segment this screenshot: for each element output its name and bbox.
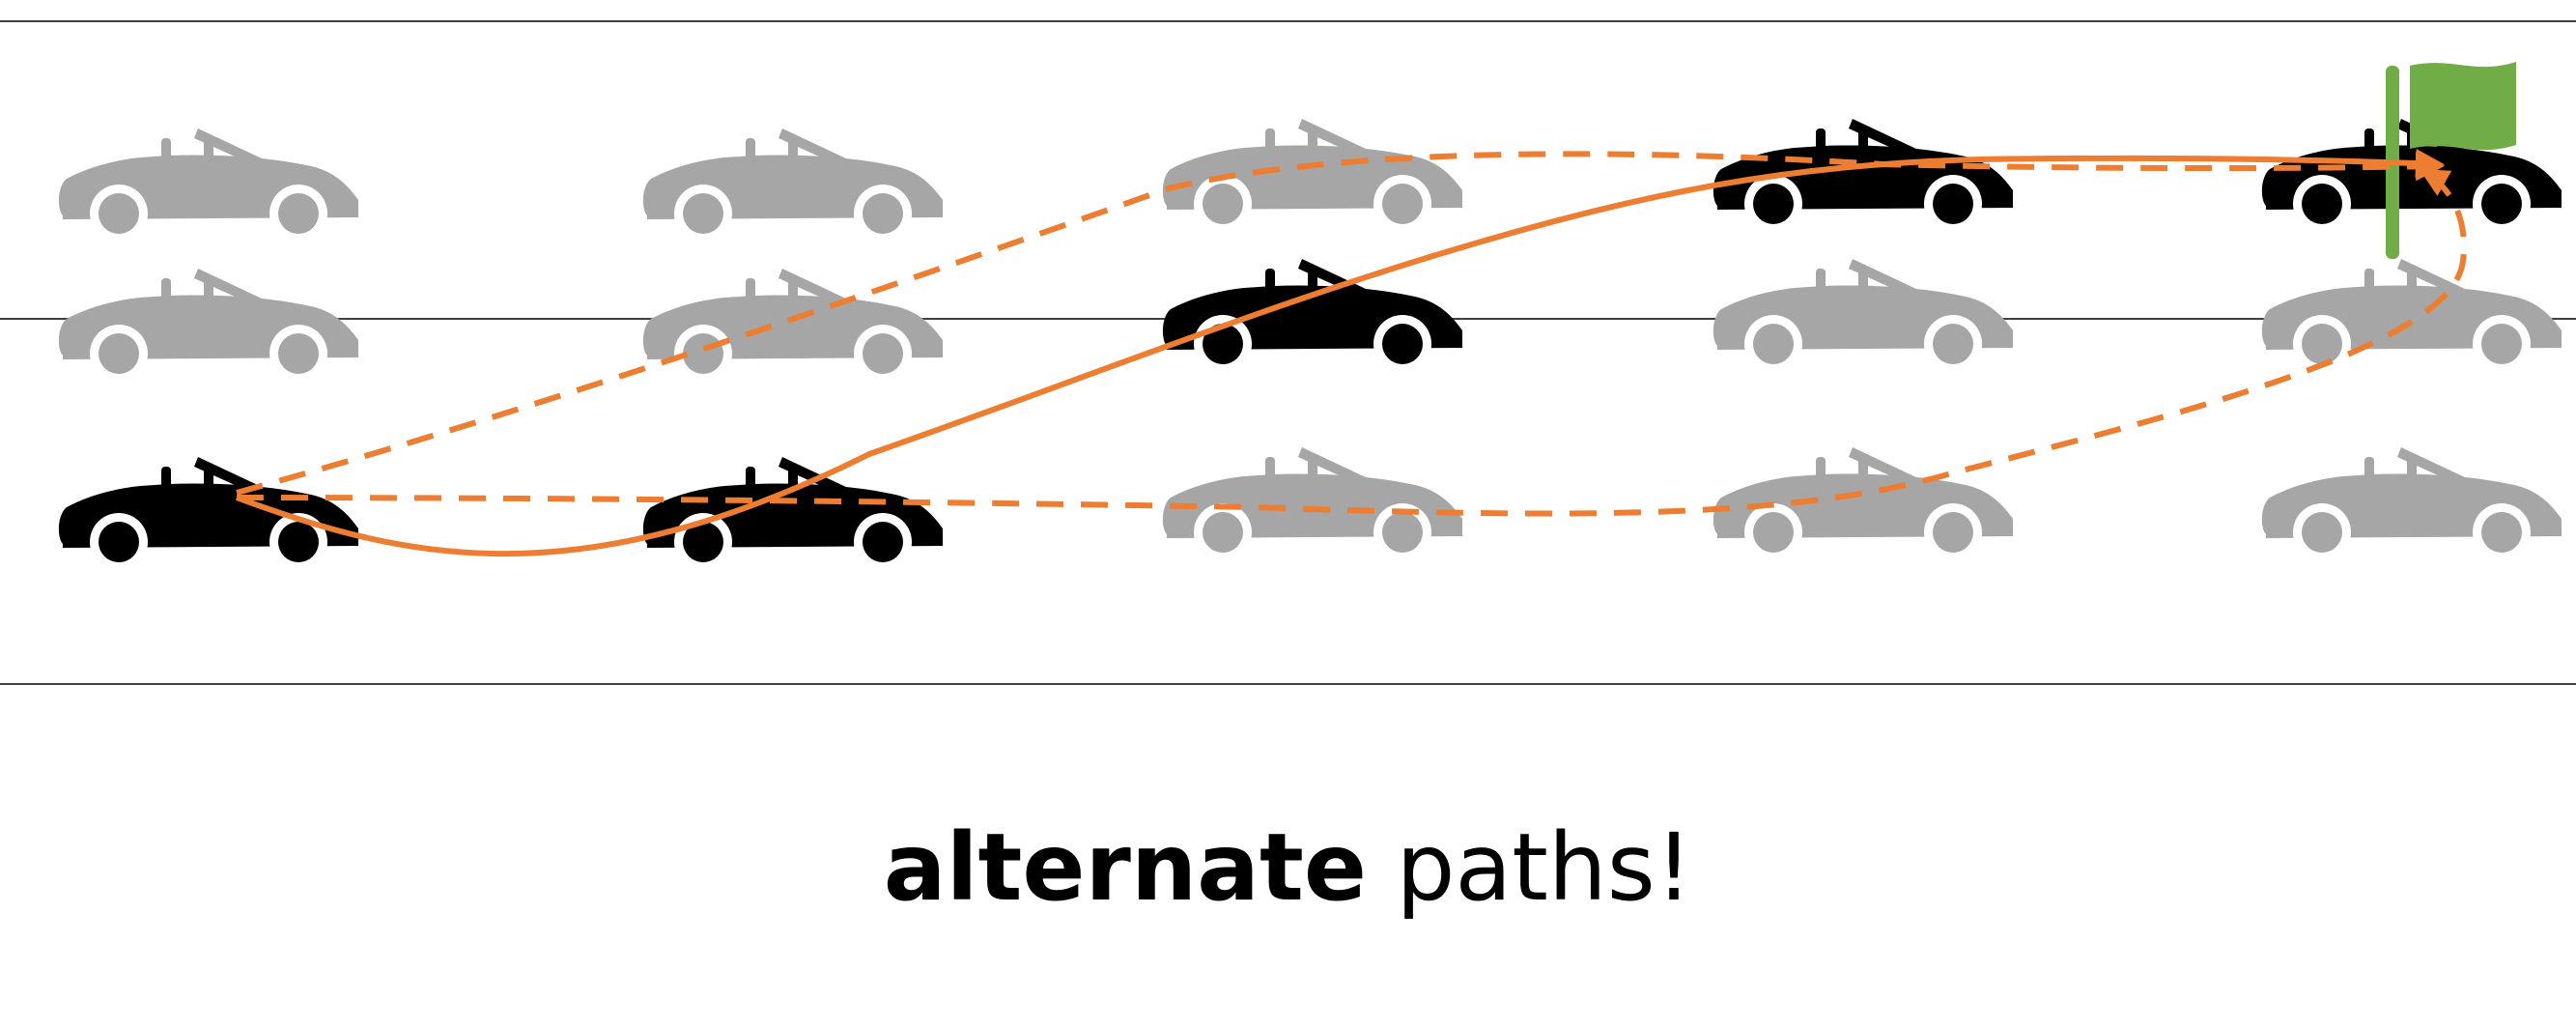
inactive-car-icon bbox=[1162, 447, 1462, 556]
inactive-car-icon bbox=[2261, 447, 2562, 556]
inactive-car-icon bbox=[642, 128, 943, 237]
caption-emphasis: alternate bbox=[883, 813, 1367, 922]
inactive-car-icon bbox=[1162, 119, 1462, 227]
inactive-car-icon bbox=[58, 269, 359, 377]
caption-rest: paths! bbox=[1366, 813, 1693, 922]
path-dashed-upper bbox=[236, 151, 2445, 496]
lane-lines bbox=[0, 20, 2576, 685]
active-car-icon bbox=[1162, 259, 1462, 367]
car-grid bbox=[58, 119, 2562, 565]
inactive-car-icon bbox=[2261, 259, 2562, 367]
path-dashed-lower bbox=[236, 169, 2467, 517]
active-car-icon bbox=[642, 457, 943, 565]
caption: alternate paths! bbox=[0, 821, 2576, 914]
inactive-car-icon bbox=[1713, 259, 2013, 367]
inactive-car-icon bbox=[58, 128, 359, 237]
active-car-icon bbox=[58, 457, 359, 565]
paths bbox=[235, 149, 2467, 557]
path-solid bbox=[235, 149, 2445, 557]
